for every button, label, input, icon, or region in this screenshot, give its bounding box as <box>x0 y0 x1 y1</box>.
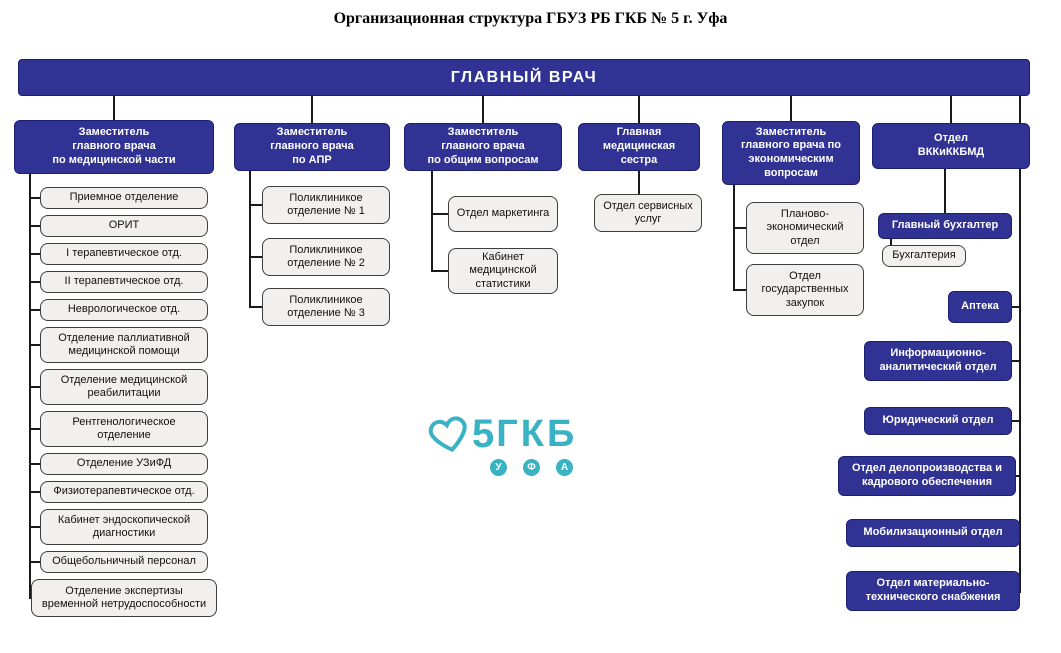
page-title: Организационная структура ГБУЗ РБ ГКБ № … <box>333 10 728 27</box>
connector-line <box>251 306 262 308</box>
connector-line <box>251 204 262 206</box>
org-unit-box: Отдел маркетинга <box>448 196 558 232</box>
supply-dept-box: Отдел материально-технического снабжения <box>846 571 1020 611</box>
connector-line <box>31 561 40 563</box>
connector-line <box>433 270 448 272</box>
connector-line <box>31 526 40 528</box>
org-unit-box: II терапевтическое отд. <box>40 271 208 293</box>
logo-top-row: 5 ГКБ <box>428 412 577 457</box>
connector-line <box>1012 360 1020 362</box>
org-unit-box: Кабинет медицинской статистики <box>448 248 558 294</box>
connector-line <box>638 96 640 123</box>
org-unit-box: Отдел сервисных услуг <box>594 194 702 232</box>
org-unit-box: Отделение медицинской реабилитации <box>40 369 208 405</box>
connector-line <box>433 213 448 215</box>
connector-line <box>31 386 40 388</box>
org-unit-box: Рентгенологическое отделение <box>40 411 208 447</box>
deputy-medical-head: Заместитель главного врача по медицинско… <box>14 120 214 174</box>
right-spine-line <box>1019 96 1021 593</box>
connector-line <box>31 281 40 283</box>
org-unit-box: Приемное отделение <box>40 187 208 209</box>
head-nurse-box: Главная медицинская сестра <box>578 123 700 171</box>
org-unit-box: Отделение УЗиФД <box>40 453 208 475</box>
vkk-dept-head: Отдел ВККиККБМД <box>872 123 1030 169</box>
connector-line <box>31 491 40 493</box>
connector-line <box>1012 306 1020 308</box>
deputy-apr-head: Заместитель главного врача по АПР <box>234 123 390 171</box>
org-unit-box: Общебольничный персонал <box>40 551 208 573</box>
org-unit-box: Неврологическое отд. <box>40 299 208 321</box>
connector-line <box>31 197 40 199</box>
connector-line <box>31 225 40 227</box>
logo-letter-circle: А <box>556 459 573 476</box>
org-unit-box: Планово-экономический отдел <box>746 202 864 254</box>
org-unit-box: Физиотерапевтическое отд. <box>40 481 208 503</box>
logo-number: 5 <box>472 412 495 456</box>
chief-physician-box: ГЛАВНЫЙ ВРАЧ <box>18 59 1030 96</box>
connector-line <box>638 171 640 194</box>
org-unit-box: Отдел государственных закупок <box>746 264 864 316</box>
connector-line <box>890 239 892 245</box>
org-unit-box: Отделение экспертизы временной нетрудосп… <box>31 579 217 617</box>
connector-line <box>31 309 40 311</box>
connector-line <box>251 256 262 258</box>
records-hr-dept-box: Отдел делопроизводства и кадрового обесп… <box>838 456 1016 496</box>
org-unit-box: Поликлиникое отделение № 1 <box>262 186 390 224</box>
connector-line <box>1012 420 1020 422</box>
pharmacy-box: Аптека <box>948 291 1012 323</box>
deputy-economic-head: Заместитель главного врача по экономичес… <box>722 121 860 185</box>
legal-dept-box: Юридический отдел <box>864 407 1012 435</box>
logo-name: ГКБ <box>496 413 578 455</box>
org-unit-box: Кабинет эндоскопической диагностики <box>40 509 208 545</box>
info-analytics-box: Информационно-аналитический отдел <box>864 341 1012 381</box>
connector-line <box>31 463 40 465</box>
accounting-box: Бухгалтерия <box>882 245 966 267</box>
col2-spine-line <box>249 171 251 308</box>
chief-accountant-box: Главный бухгалтер <box>878 213 1012 239</box>
connector-line <box>790 96 792 121</box>
connector-line <box>31 253 40 255</box>
logo-city-letters: У Ф А <box>490 459 577 476</box>
connector-line <box>311 96 313 123</box>
col3-spine-line <box>431 171 433 272</box>
org-unit-box: Поликлиникое отделение № 2 <box>262 238 390 276</box>
heart-icon <box>424 411 473 459</box>
org-unit-box: I терапевтическое отд. <box>40 243 208 265</box>
connector-line <box>31 428 40 430</box>
connector-line <box>482 96 484 123</box>
connector-line <box>735 289 746 291</box>
connector-line <box>950 96 952 123</box>
connector-line <box>735 227 746 229</box>
org-unit-box: Поликлиникое отделение № 3 <box>262 288 390 326</box>
col5-spine-line <box>733 185 735 291</box>
connector-line <box>31 344 40 346</box>
mobilization-dept-box: Мобилизационный отдел <box>846 519 1020 547</box>
deputy-general-head: Заместитель главного врача по общим вопр… <box>404 123 562 171</box>
connector-line <box>113 96 115 120</box>
org-unit-box: ОРИТ <box>40 215 208 237</box>
logo-letter-circle: У <box>490 459 507 476</box>
org-unit-box: Отделение паллиативной медицинской помощ… <box>40 327 208 363</box>
col1-spine-line <box>29 174 31 599</box>
connector-line <box>944 169 946 213</box>
connector-line <box>1016 475 1020 477</box>
hospital-logo: 5 ГКБ У Ф А <box>428 412 577 476</box>
logo-letter-circle: Ф <box>523 459 540 476</box>
